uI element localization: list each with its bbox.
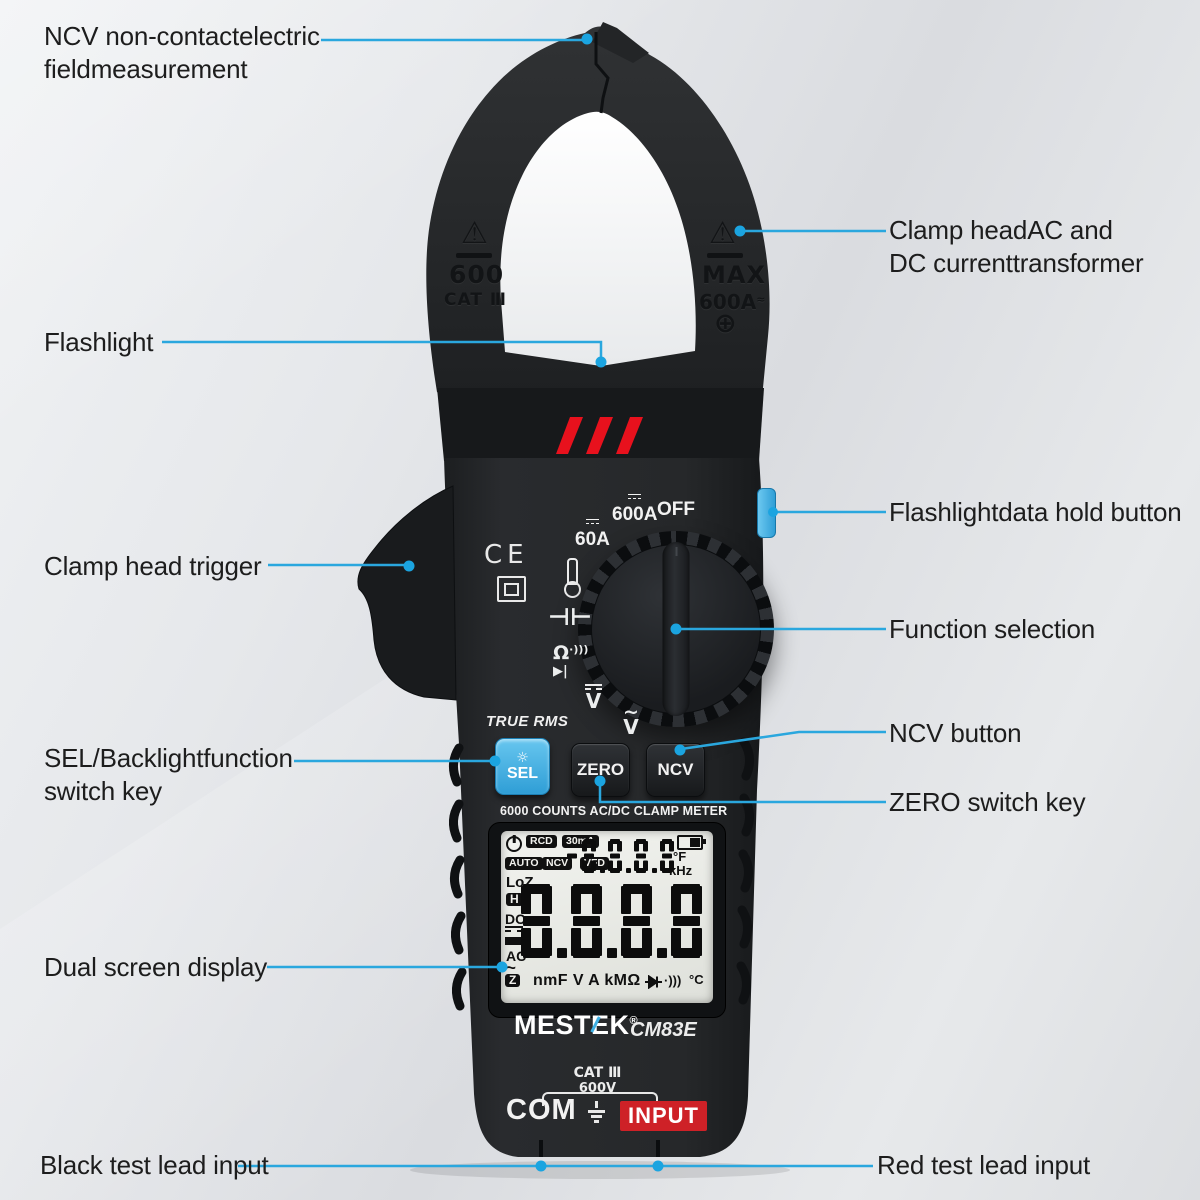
- com-jack-label[interactable]: COM: [506, 1094, 577, 1126]
- diode-symbol: ▶|: [553, 664, 568, 679]
- jaw-seam: [594, 32, 610, 114]
- unit-celsius: °C: [689, 972, 704, 987]
- dial-range-600a: 600A: [612, 494, 657, 524]
- lcd-dc: DC: [505, 911, 526, 927]
- lcd-hold: H: [506, 893, 523, 906]
- clamp-opening: [500, 111, 696, 366]
- jaw-left-rating: 600: [449, 260, 505, 289]
- brand-logo: MESTEK®: [514, 1010, 638, 1041]
- clamp-trigger[interactable]: [357, 485, 457, 701]
- ncv-button[interactable]: NCV: [646, 743, 705, 797]
- lcd-badge-auto: AUTO: [505, 857, 543, 870]
- callout-red-lead: Red test lead input: [877, 1150, 1091, 1180]
- diode-icon: [645, 975, 662, 989]
- ce-mark: CE: [484, 540, 529, 570]
- capacitance-icon: ⊣⊢: [548, 603, 592, 631]
- dial-range-60a: 60A: [575, 519, 610, 549]
- lcd-sub-display: [565, 839, 678, 873]
- dial-pointer: [662, 542, 690, 716]
- continuity-icon: ·))): [664, 973, 682, 988]
- warning-icon: ⚠: [461, 216, 488, 251]
- dc-dashed-bar: [505, 930, 523, 932]
- dial-off: OFF: [657, 499, 695, 520]
- callout-clamp-trigger: Clamp head trigger: [44, 551, 262, 581]
- double-insulation-icon: [497, 576, 526, 602]
- ac-tilde: ~: [506, 958, 516, 977]
- counts-line: 6000 COUNTS AC/DC CLAMP METER: [500, 804, 728, 818]
- dc-voltage-icon: V: [585, 684, 602, 711]
- jaw-right-max: MAX: [702, 261, 766, 289]
- callout-text: NCV non-contactelectric: [44, 21, 320, 51]
- ohm-symbol: Ω: [553, 642, 570, 664]
- callout-hold-button: Flashlightdata hold button: [889, 497, 1182, 527]
- acdc-icon: [575, 519, 610, 530]
- ground-icon: [588, 1101, 605, 1123]
- lcd-screen: RCD 30mA °F kHz AUTO NCV VFD LoZ H DC AC…: [501, 831, 713, 1003]
- backlight-icon: ☼: [516, 749, 529, 766]
- unit-khz: kHz: [669, 863, 693, 878]
- power-icon: [506, 836, 522, 852]
- flashlight-stripe: [616, 417, 643, 454]
- resistance-continuity-diode-icon: Ω·))) ▶|: [553, 642, 588, 680]
- continuity-waves: ·))): [569, 643, 589, 656]
- registered-mark: ®: [629, 1015, 639, 1027]
- callout-ncv-field: NCV non-contactelectric fieldmeasurement: [44, 20, 320, 86]
- sel-button-label: SEL: [506, 764, 539, 782]
- port-bracket: [542, 1092, 658, 1106]
- zero-button-label: ZERO: [576, 760, 625, 779]
- cat-text: CAT Ⅲ: [573, 1065, 622, 1081]
- brand-text: MESTEK: [514, 1010, 630, 1040]
- lcd-badge-rcd: RCD: [526, 835, 557, 848]
- input-jack-label[interactable]: INPUT: [620, 1101, 707, 1131]
- ac-voltage-icon: ~V: [623, 701, 639, 739]
- jaw-bar: [707, 253, 743, 258]
- callout-dual-screen: Dual screen display: [44, 952, 268, 982]
- warning-icon: ⚠: [709, 216, 736, 251]
- jaw-bar: [456, 253, 492, 258]
- callout-text: switch key: [44, 776, 162, 806]
- model-number: CM83E: [630, 1019, 697, 1041]
- jaw-left-category: CAT Ⅲ: [444, 290, 507, 310]
- acdc-icon: ≈: [756, 293, 766, 306]
- callout-function-selection: Function selection: [889, 614, 1095, 644]
- lcd-main-display: [519, 884, 707, 958]
- acdc-icon: [612, 494, 657, 505]
- thermometer-icon: [564, 558, 581, 598]
- callout-text: fieldmeasurement: [44, 54, 248, 84]
- true-rms-label: TRUE RMS: [486, 713, 569, 730]
- callout-text: SEL/Backlightfunction: [44, 743, 293, 773]
- jaw-right-rating-text: 600A: [699, 290, 757, 314]
- lcd-badge-ncv: NCV: [542, 857, 573, 870]
- callout-zero-key: ZERO switch key: [889, 787, 1086, 817]
- ground-shadow: [410, 1161, 790, 1179]
- function-dial[interactable]: [578, 531, 774, 727]
- lcd-z: Z: [505, 974, 521, 987]
- sel-button[interactable]: ☼ SEL: [495, 738, 550, 795]
- callout-black-lead: Black test lead input: [40, 1150, 269, 1180]
- zero-button[interactable]: ZERO: [571, 743, 630, 797]
- ncv-button-label: NCV: [657, 760, 694, 779]
- callout-text: Clamp headAC and: [889, 215, 1113, 245]
- dc-solid-bar: [505, 926, 523, 928]
- clamp-tip-spike: [592, 22, 649, 63]
- battery-icon: [677, 835, 706, 850]
- callout-ncv-button: NCV button: [889, 718, 1022, 748]
- callout-text: DC currenttransformer: [889, 248, 1144, 278]
- callout-clamp-head: Clamp headAC and DC currenttransformer: [889, 214, 1144, 280]
- plus-screw-icon: ⊕: [714, 308, 737, 339]
- lcd-units: nmF V A kMΩ: [533, 972, 641, 989]
- lcd-black-bar: [505, 937, 527, 945]
- callout-sel-key: SEL/Backlightfunction switch key: [44, 742, 293, 808]
- flashlight-hold-side-button[interactable]: [757, 488, 776, 538]
- jaw-right-rating: 600A≈: [699, 290, 765, 314]
- flashlight-stripe: [556, 417, 583, 454]
- callout-flashlight: Flashlight: [44, 327, 154, 357]
- unit-fahrenheit: °F: [673, 849, 687, 864]
- jack-notches: [539, 1140, 660, 1157]
- flashlight-stripe: [586, 417, 613, 454]
